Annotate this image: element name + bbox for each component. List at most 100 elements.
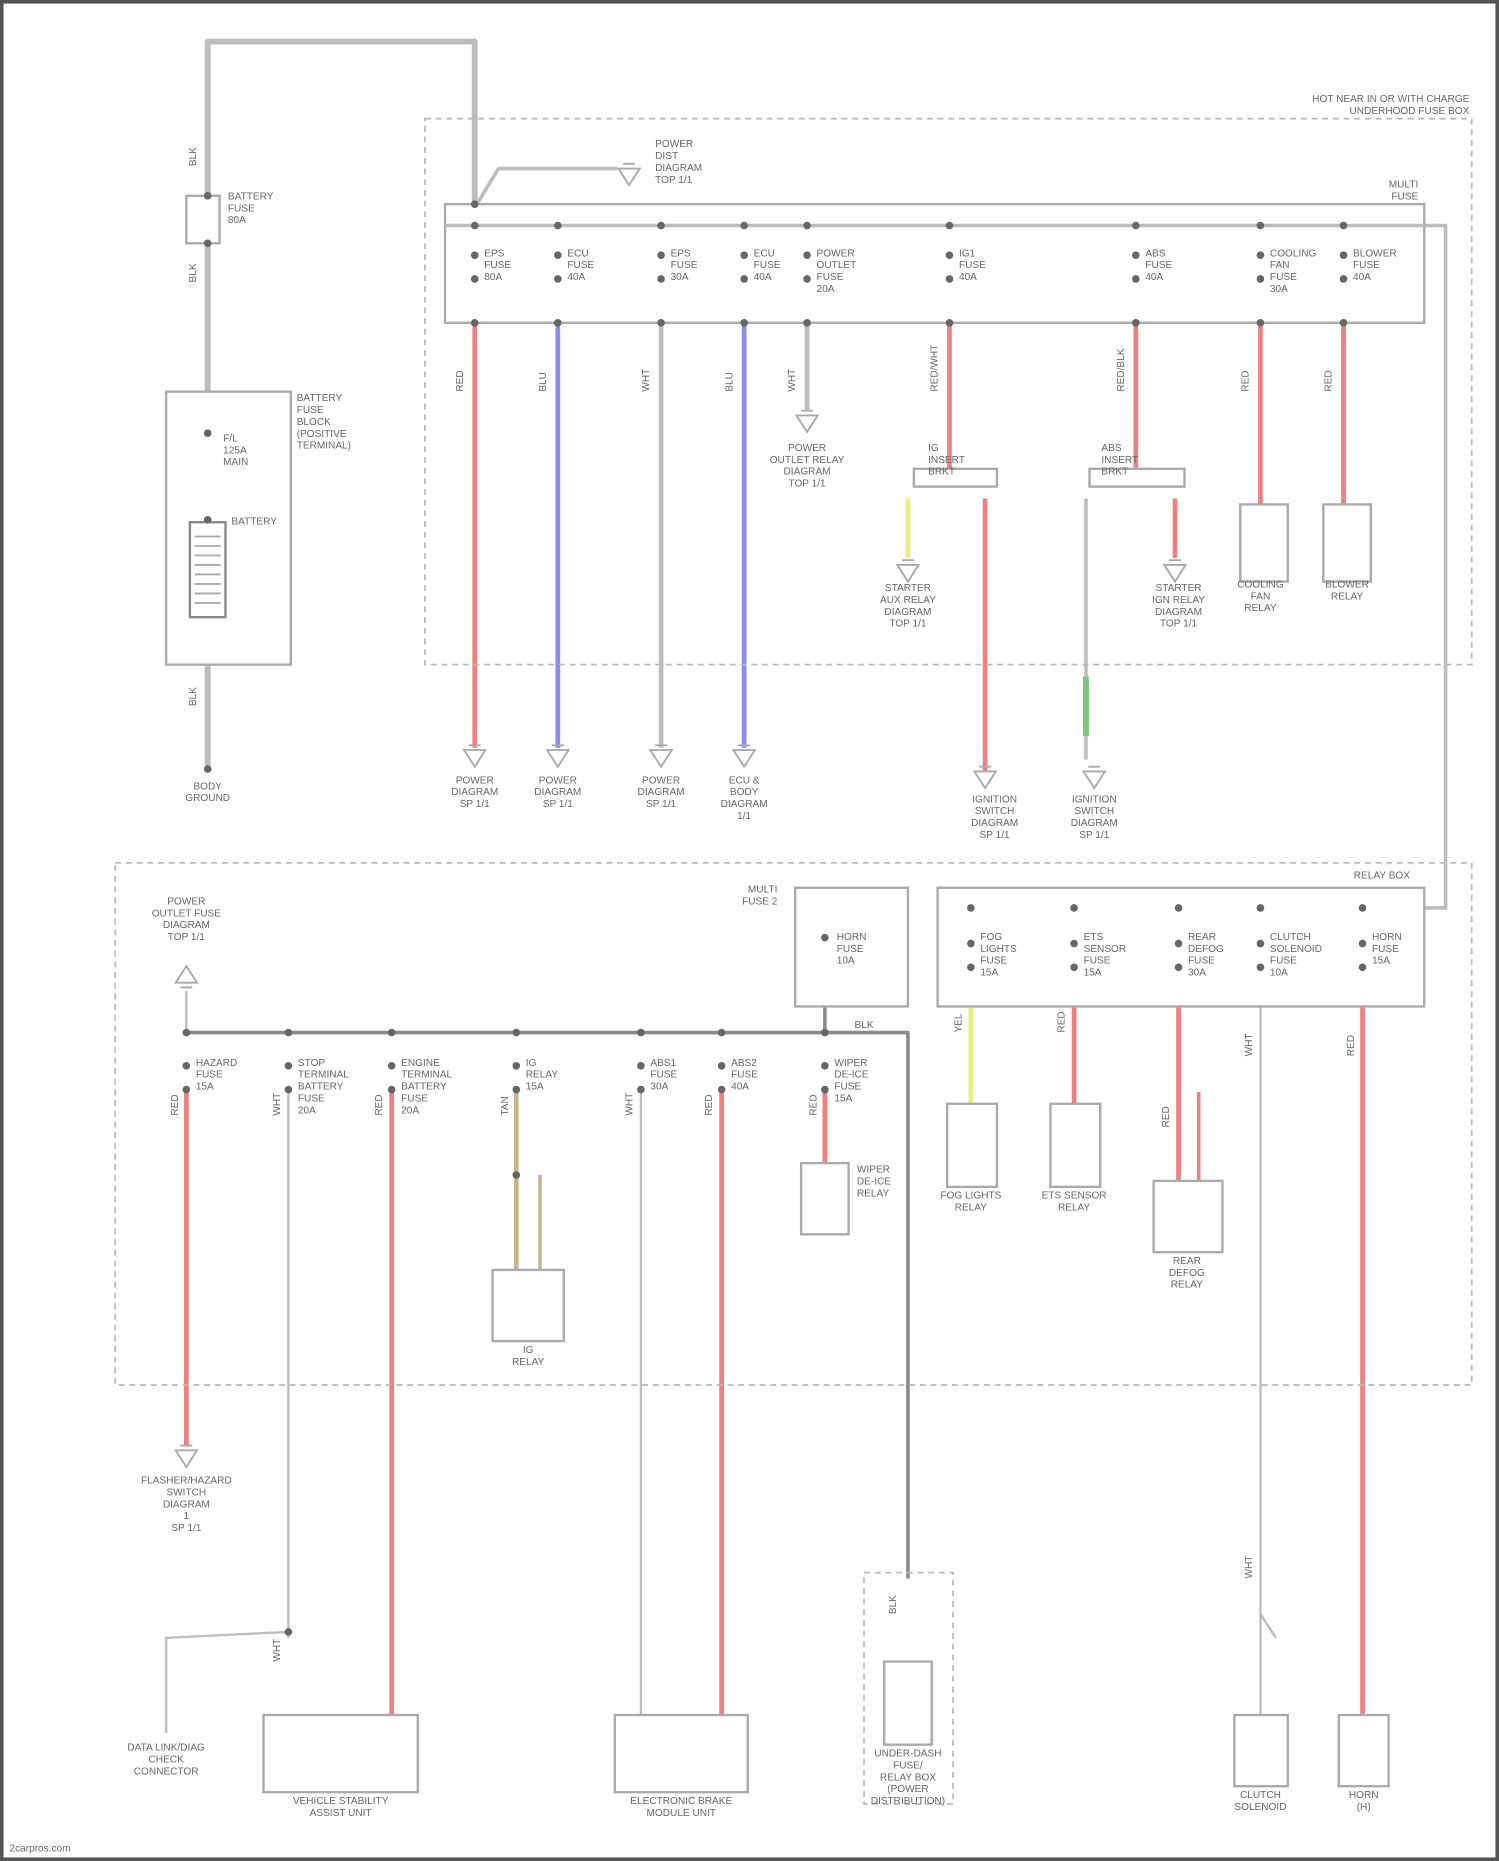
fuse-label: 15A <box>526 1082 544 1093</box>
outlet-relay-arrow-icon <box>796 411 817 432</box>
fuse-label: FUSE <box>817 272 844 283</box>
fuse-label: FUSE <box>959 260 986 271</box>
wire-code: RED/BLK <box>1116 348 1127 391</box>
rear-defog-relay <box>1154 1181 1223 1252</box>
ign-switch-ref: IGNITION <box>1072 794 1117 805</box>
junction-node <box>1132 222 1140 230</box>
fuse-label: 20A <box>298 1105 316 1116</box>
multi-fuse-title: MULTI <box>1389 180 1419 191</box>
junction-node <box>204 240 212 248</box>
under-dash-label: RELAY BOX <box>880 1772 936 1783</box>
junction-node <box>183 1029 191 1037</box>
fuse-label: FUSE <box>1353 260 1380 271</box>
relay-box-feed-wire <box>1418 226 1445 908</box>
junction-node <box>1340 275 1348 283</box>
fuse-label: 80A <box>484 272 502 283</box>
battery-label: BATTERY <box>231 517 277 528</box>
fuse-label: 15A <box>834 1093 852 1104</box>
fuse-label: OUTLET <box>817 260 857 271</box>
horn-label: HORN <box>1349 1790 1379 1801</box>
ground-ref-label: SP 1/1 <box>460 799 490 810</box>
fuse-label: 40A <box>754 272 772 283</box>
power-dist-arrow-icon <box>618 164 639 185</box>
junction-node <box>471 200 479 208</box>
junction-node <box>657 275 665 283</box>
main-fuse-label: MAIN <box>223 457 248 468</box>
fuse-label: 40A <box>731 1082 749 1093</box>
power-outlet-ref: DIAGRAM <box>163 920 210 931</box>
junction-node <box>967 963 975 971</box>
fuse-label: SOLENOID <box>1270 944 1322 955</box>
hazard-switch-ref: DIAGRAM <box>163 1499 210 1510</box>
fuse-label: 40A <box>567 272 585 283</box>
fuse-label: 20A <box>817 284 835 295</box>
wire-code: WHT <box>1244 1033 1255 1056</box>
power-dist-ref: DIST <box>655 151 678 162</box>
junction-node <box>471 275 479 283</box>
horn-fuse-label: FUSE <box>837 944 864 955</box>
fuse-label: FUSE <box>1084 956 1111 967</box>
under-dash-label: (POWER <box>887 1784 928 1795</box>
junction-node <box>1340 251 1348 259</box>
horn-fuse-label: 10A <box>837 956 855 967</box>
starter-aux-ref: STARTER <box>885 583 931 594</box>
wiper-relay-label: DE-ICE <box>857 1176 891 1187</box>
junction-node <box>1175 963 1183 971</box>
wire-code: WHT <box>787 369 798 392</box>
under-dash-connector <box>884 1662 931 1745</box>
fuse-label: DE-ICE <box>834 1070 868 1081</box>
fuse-label: FUSE <box>731 1070 758 1081</box>
junction-node <box>285 1086 293 1094</box>
fuse-label: 30A <box>1270 284 1288 295</box>
hazard-switch-ref: FLASHER/HAZARD <box>141 1476 232 1487</box>
wire-code: WHT <box>272 1093 283 1116</box>
relay-pin-labels: INSERT <box>1101 455 1138 466</box>
wire-code: RED <box>809 1094 820 1115</box>
stability-unit-label: VEHICLE STABILITY <box>293 1796 389 1807</box>
junction-node <box>637 1062 645 1070</box>
clutch-solenoid-label: SOLENOID <box>1234 1802 1286 1813</box>
small-fuse-title: FUSE 2 <box>742 896 778 907</box>
ign-switch-ref: SWITCH <box>1074 806 1114 817</box>
body-ground-label: BODY <box>193 781 222 792</box>
junction-node <box>512 1029 520 1037</box>
hazard-arrow-icon <box>176 1446 197 1467</box>
fuse-label: COOLING <box>1270 248 1317 259</box>
fuse-label: FUSE <box>484 260 511 271</box>
cooling-fan-relay <box>1240 504 1287 581</box>
main-fuse-label: F/L <box>223 434 238 445</box>
ground-ref-label: DIAGRAM <box>451 787 498 798</box>
fuse-box-caption: UNDERHOOD FUSE BOX <box>1349 106 1469 117</box>
fuse-label: 15A <box>196 1082 214 1093</box>
stability-assist-unit <box>263 1715 417 1792</box>
wire-code: BLK <box>888 1595 899 1614</box>
junction-node <box>204 192 212 200</box>
cooling-fan-relay-label: COOLING <box>1237 579 1284 590</box>
fuse-label: EPS <box>671 248 691 259</box>
fuse-label: LIGHTS <box>980 944 1017 955</box>
fuse-label: 30A <box>1188 968 1206 979</box>
fuse-label: FUSE <box>1145 260 1172 271</box>
fuse-label: 40A <box>1353 272 1371 283</box>
fuse-label: ECU <box>754 248 775 259</box>
starter-aux-ref: DIAGRAM <box>884 607 931 618</box>
ign-switch-ref: DIAGRAM <box>1071 818 1118 829</box>
starter-aux-ref: AUX RELAY <box>880 595 936 606</box>
brake-module-unit <box>615 1715 748 1792</box>
junction-node <box>740 319 748 327</box>
ig-relay-label: IG <box>523 1345 534 1356</box>
wire-code: BLK <box>188 147 199 166</box>
fuse-label: FUSE <box>196 1070 223 1081</box>
wire-code: BLK <box>188 263 199 282</box>
fuse-box-caption: HOT NEAR IN OR WITH CHARGE <box>1312 94 1469 105</box>
hazard-switch-ref: 1 <box>184 1511 190 1522</box>
fuse-label: FUSE <box>650 1070 677 1081</box>
junction-node <box>1132 251 1140 259</box>
junction-node <box>204 516 212 524</box>
junction-node <box>1175 904 1183 912</box>
ig-relay-label: RELAY <box>512 1357 545 1368</box>
junction-node <box>821 934 829 942</box>
horn-label: (H) <box>1357 1802 1371 1813</box>
ground-ref-label: DIAGRAM <box>638 787 685 798</box>
body-ground-label: GROUND <box>185 793 230 804</box>
